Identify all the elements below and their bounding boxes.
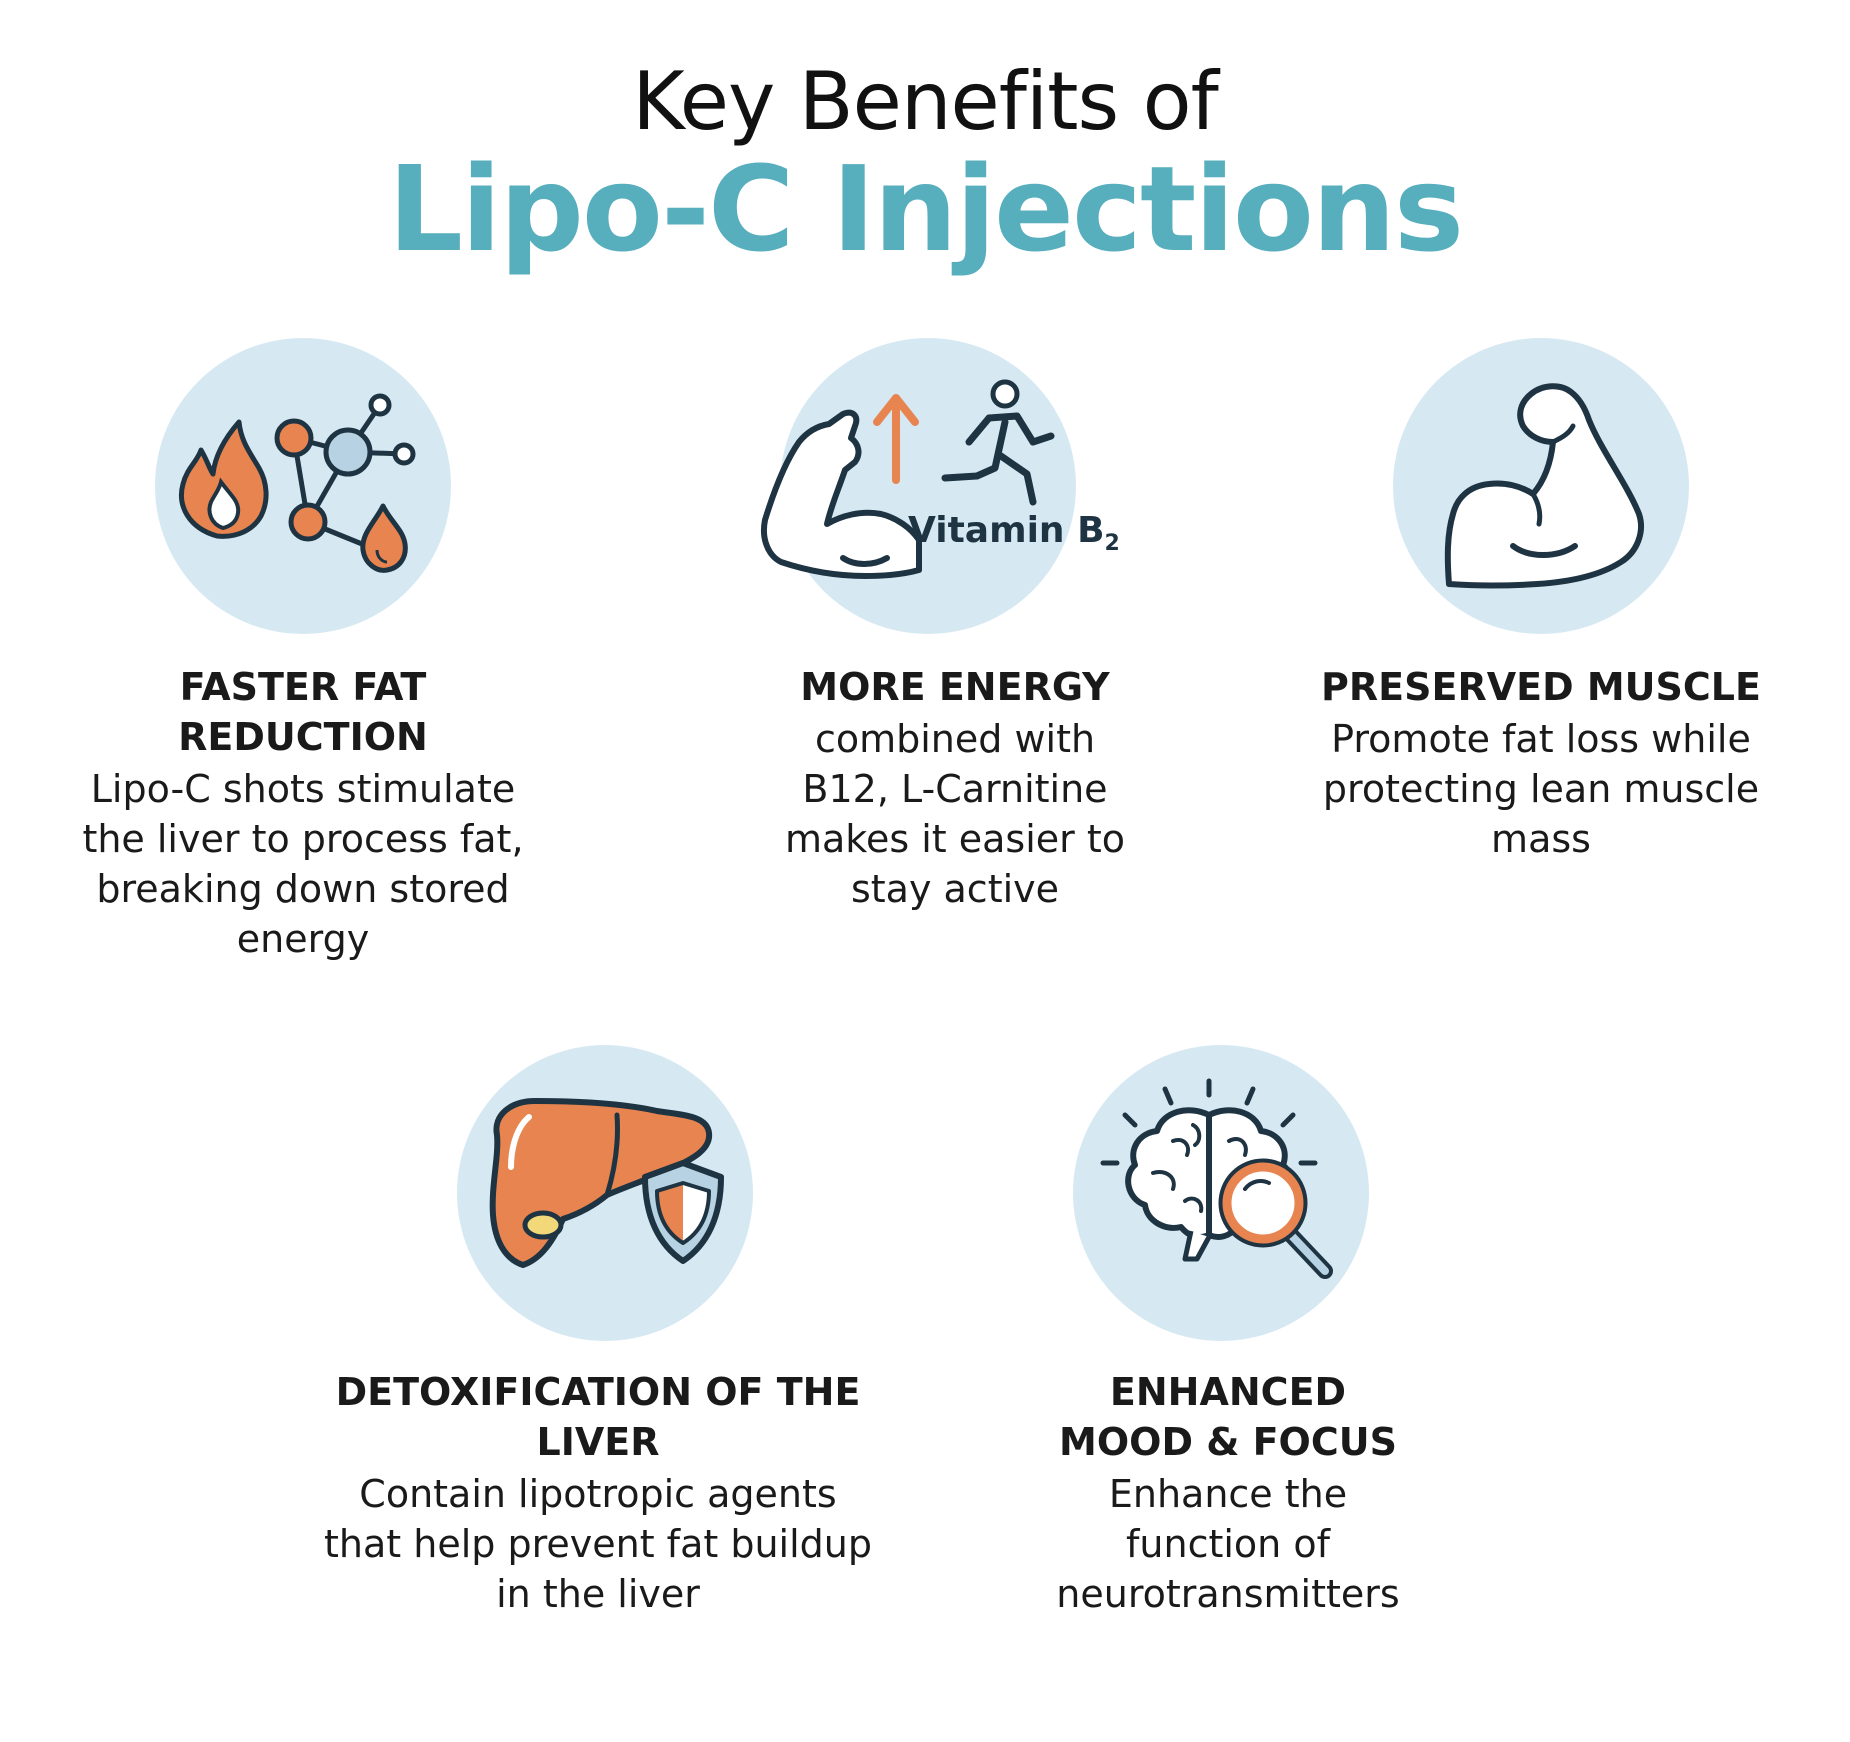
- brain-magnifier-icon: [1100, 1078, 1333, 1279]
- benefit-description: Lipo-C shots stimulate the liver to proc…: [82, 767, 524, 961]
- benefit-card-preserved-muscle: PRESERVED MUSCLE Promote fat loss while …: [1261, 662, 1821, 864]
- benefit-title: MORE ENERGY: [800, 665, 1110, 709]
- benefit-card-mood-focus: ENHANCED MOOD & FOCUS Enhance the functi…: [948, 1367, 1508, 1619]
- page-title-line1: Key Benefits of: [632, 55, 1218, 148]
- page-title-line2: Lipo-C Injections: [387, 140, 1464, 278]
- flexed-bicep-icon: [1444, 383, 1644, 589]
- benefit-title: ENHANCED MOOD & FOCUS: [1059, 1370, 1397, 1464]
- benefit-description: combined with B12, L-Carnitine makes it …: [785, 717, 1125, 911]
- benefit-title: PRESERVED MUSCLE: [1321, 665, 1761, 709]
- vitamin-b2-label: Vitamin B2: [908, 510, 1120, 557]
- benefit-card-fat-reduction: FASTER FAT REDUCTION Lipo-C shots stimul…: [23, 662, 583, 964]
- benefit-description: Promote fat loss while protecting lean m…: [1322, 717, 1760, 861]
- flexed-arm-runner-icon: [761, 379, 1055, 579]
- benefit-description: Contain lipotropic agents that help prev…: [324, 1472, 872, 1616]
- benefit-card-more-energy: MORE ENERGY combined with B12, L-Carniti…: [675, 662, 1235, 914]
- liver-shield-icon: [489, 1098, 724, 1268]
- fat-burning-molecule-icon: [179, 393, 416, 573]
- benefit-card-liver-detox: DETOXIFICATION OF THE LIVER Contain lipo…: [318, 1367, 878, 1619]
- benefit-description: Enhance the function of neurotransmitter…: [1056, 1472, 1400, 1616]
- benefit-title: FASTER FAT REDUCTION: [178, 665, 428, 759]
- benefit-title: DETOXIFICATION OF THE LIVER: [335, 1370, 861, 1464]
